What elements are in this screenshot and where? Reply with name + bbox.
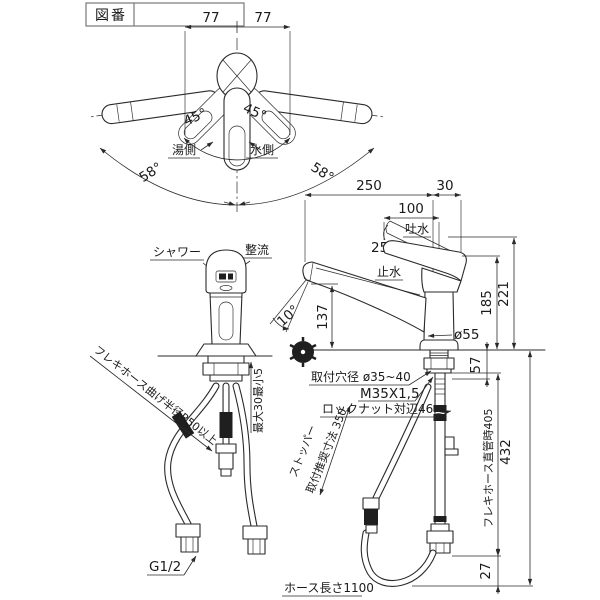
svg-text:185: 185 [479, 290, 495, 316]
front-body [209, 292, 243, 345]
angle-58-right: 58° [308, 159, 337, 185]
front-hoses [164, 382, 258, 530]
svg-text:250: 250 [356, 178, 382, 194]
spout-angle-detail: 10° [269, 279, 309, 333]
side-shank-stack [423, 349, 459, 554]
spout-arm-right [254, 90, 373, 125]
dim-77-right: 77 [254, 10, 271, 26]
hose-stopper [444, 436, 459, 456]
dim-432: 432 [412, 350, 533, 587]
title-block-label: 図番 [95, 8, 127, 24]
hose-length-note: ホース長さ1100 [282, 581, 374, 597]
svg-text:137: 137 [315, 304, 331, 330]
angle-58-left: 58° [136, 159, 165, 185]
dim-counter-thickness: 最大30最小5 [248, 361, 265, 433]
head-outlet [219, 285, 233, 291]
svg-text:湯側: 湯側 [172, 143, 196, 157]
center-hose-fitting [215, 443, 237, 477]
dim-221: 221 [448, 236, 517, 350]
svg-text:吐水: 吐水 [405, 222, 429, 236]
svg-text:ø55: ø55 [454, 327, 479, 343]
arc-45 [183, 137, 291, 161]
stop-label: 止水 [375, 265, 403, 281]
dim-flex-straight-405: フレキホース直管時405 [450, 372, 501, 557]
head-switch [215, 270, 237, 283]
base-cover [419, 339, 459, 351]
head-button-1 [219, 273, 226, 280]
svg-text:シャワー: シャワー [153, 245, 201, 259]
g-half-label: G1/2 [147, 555, 197, 576]
dim-137: 137 [311, 283, 338, 349]
mount-hole-symbol [289, 337, 317, 367]
lever-inner-detail [228, 125, 246, 167]
dim-stopper-350: ストッパー 取付推奨寸法 350 [287, 405, 351, 496]
head-button-2 [228, 273, 233, 280]
elbow-fitting [426, 523, 454, 554]
title-block: 図番 [85, 2, 245, 27]
dim-27: 27 [478, 548, 501, 594]
svg-text:G1/2: G1/2 [149, 559, 181, 575]
locknut-callout: ロックナット対辺46 [320, 402, 452, 418]
dim-250: 250 [304, 178, 434, 198]
svg-text:57: 57 [468, 356, 484, 373]
dim-30: 30 [432, 178, 462, 198]
cold-side-label: 水側 [246, 141, 278, 159]
side-spout [302, 261, 427, 333]
dim-77-77: 77 77 [184, 10, 291, 135]
thread-spec-callout: M35X1,5 [358, 376, 434, 402]
arc-58-center-tick-right [238, 201, 251, 206]
hot-side-label: 湯側 [168, 141, 214, 159]
hose-end-fitting [362, 497, 380, 534]
svg-text:221: 221 [496, 281, 512, 307]
svg-text:M35X1,5: M35X1,5 [360, 386, 420, 402]
g-half-connector-left [175, 523, 201, 553]
svg-text:ロックナット対辺46: ロックナット対辺46 [322, 402, 433, 416]
svg-text:止水: 止水 [377, 265, 401, 279]
base-flange [195, 343, 257, 357]
side-view: 250 30 100 吐水 25° 止水 [269, 178, 546, 597]
mount-hole-callout: 取付穴径 ø35~40 [309, 369, 432, 386]
front-view: シャワー 整流 [89, 242, 273, 576]
svg-text:100: 100 [398, 201, 424, 217]
dim-185: 185 [462, 255, 500, 350]
hose-clip-left [171, 411, 195, 439]
svg-text:27: 27 [478, 562, 494, 579]
svg-text:フレキホース曲げ半径R50以上: フレキホース曲げ半径R50以上 [91, 342, 220, 447]
lever-handle-side [382, 240, 467, 282]
dim-77-left: 77 [202, 10, 219, 26]
dim-100: 100 [383, 201, 440, 221]
svg-text:最大30最小5: 最大30最小5 [251, 368, 265, 433]
g-half-connector-right [242, 525, 268, 555]
svg-text:ホース長さ1100: ホース長さ1100 [284, 581, 374, 595]
body-diameter-label: ø55 [427, 327, 479, 343]
svg-text:432: 432 [498, 439, 514, 465]
svg-text:フレキホース直管時405: フレキホース直管時405 [481, 409, 495, 528]
arc-58-center-tick-left [223, 201, 236, 206]
shower-label: シャワー [150, 245, 214, 272]
second-hose [360, 383, 437, 587]
spout-angle-label: 10° [274, 302, 302, 330]
arc-58 [99, 147, 375, 206]
front-shank-nut [202, 355, 250, 382]
spray-head [205, 249, 247, 294]
discharge-label: 吐水 [403, 222, 431, 238]
hose-clip-center [219, 412, 233, 438]
svg-text:取付穴径 ø35~40: 取付穴径 ø35~40 [311, 369, 411, 384]
dim-57: 57 [452, 342, 490, 387]
svg-text:整流: 整流 [245, 242, 269, 257]
plan-view: 77 77 45° 45° 湯側 水側 58° 58° [89, 10, 385, 212]
svg-text:30: 30 [436, 178, 453, 194]
cap-cross-lines [222, 59, 252, 93]
hose-bend-note: フレキホース曲げ半径R50以上 [89, 342, 220, 452]
